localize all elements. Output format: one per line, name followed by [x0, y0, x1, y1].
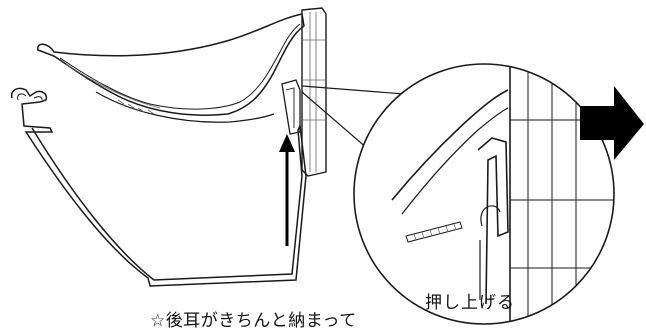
gutter-body — [10, 87, 307, 287]
next-step-right-arrow-icon — [580, 86, 644, 160]
push-up-arrow-icon — [279, 134, 295, 246]
caption-text: ☆後耳がきちんと納まって — [150, 311, 357, 331]
fascia-bracket-plate — [301, 7, 327, 177]
push-up-label: 押し上げる — [425, 293, 515, 313]
gutter-hanger-bracket — [37, 13, 305, 135]
magnified-detail-circle — [353, 63, 615, 325]
